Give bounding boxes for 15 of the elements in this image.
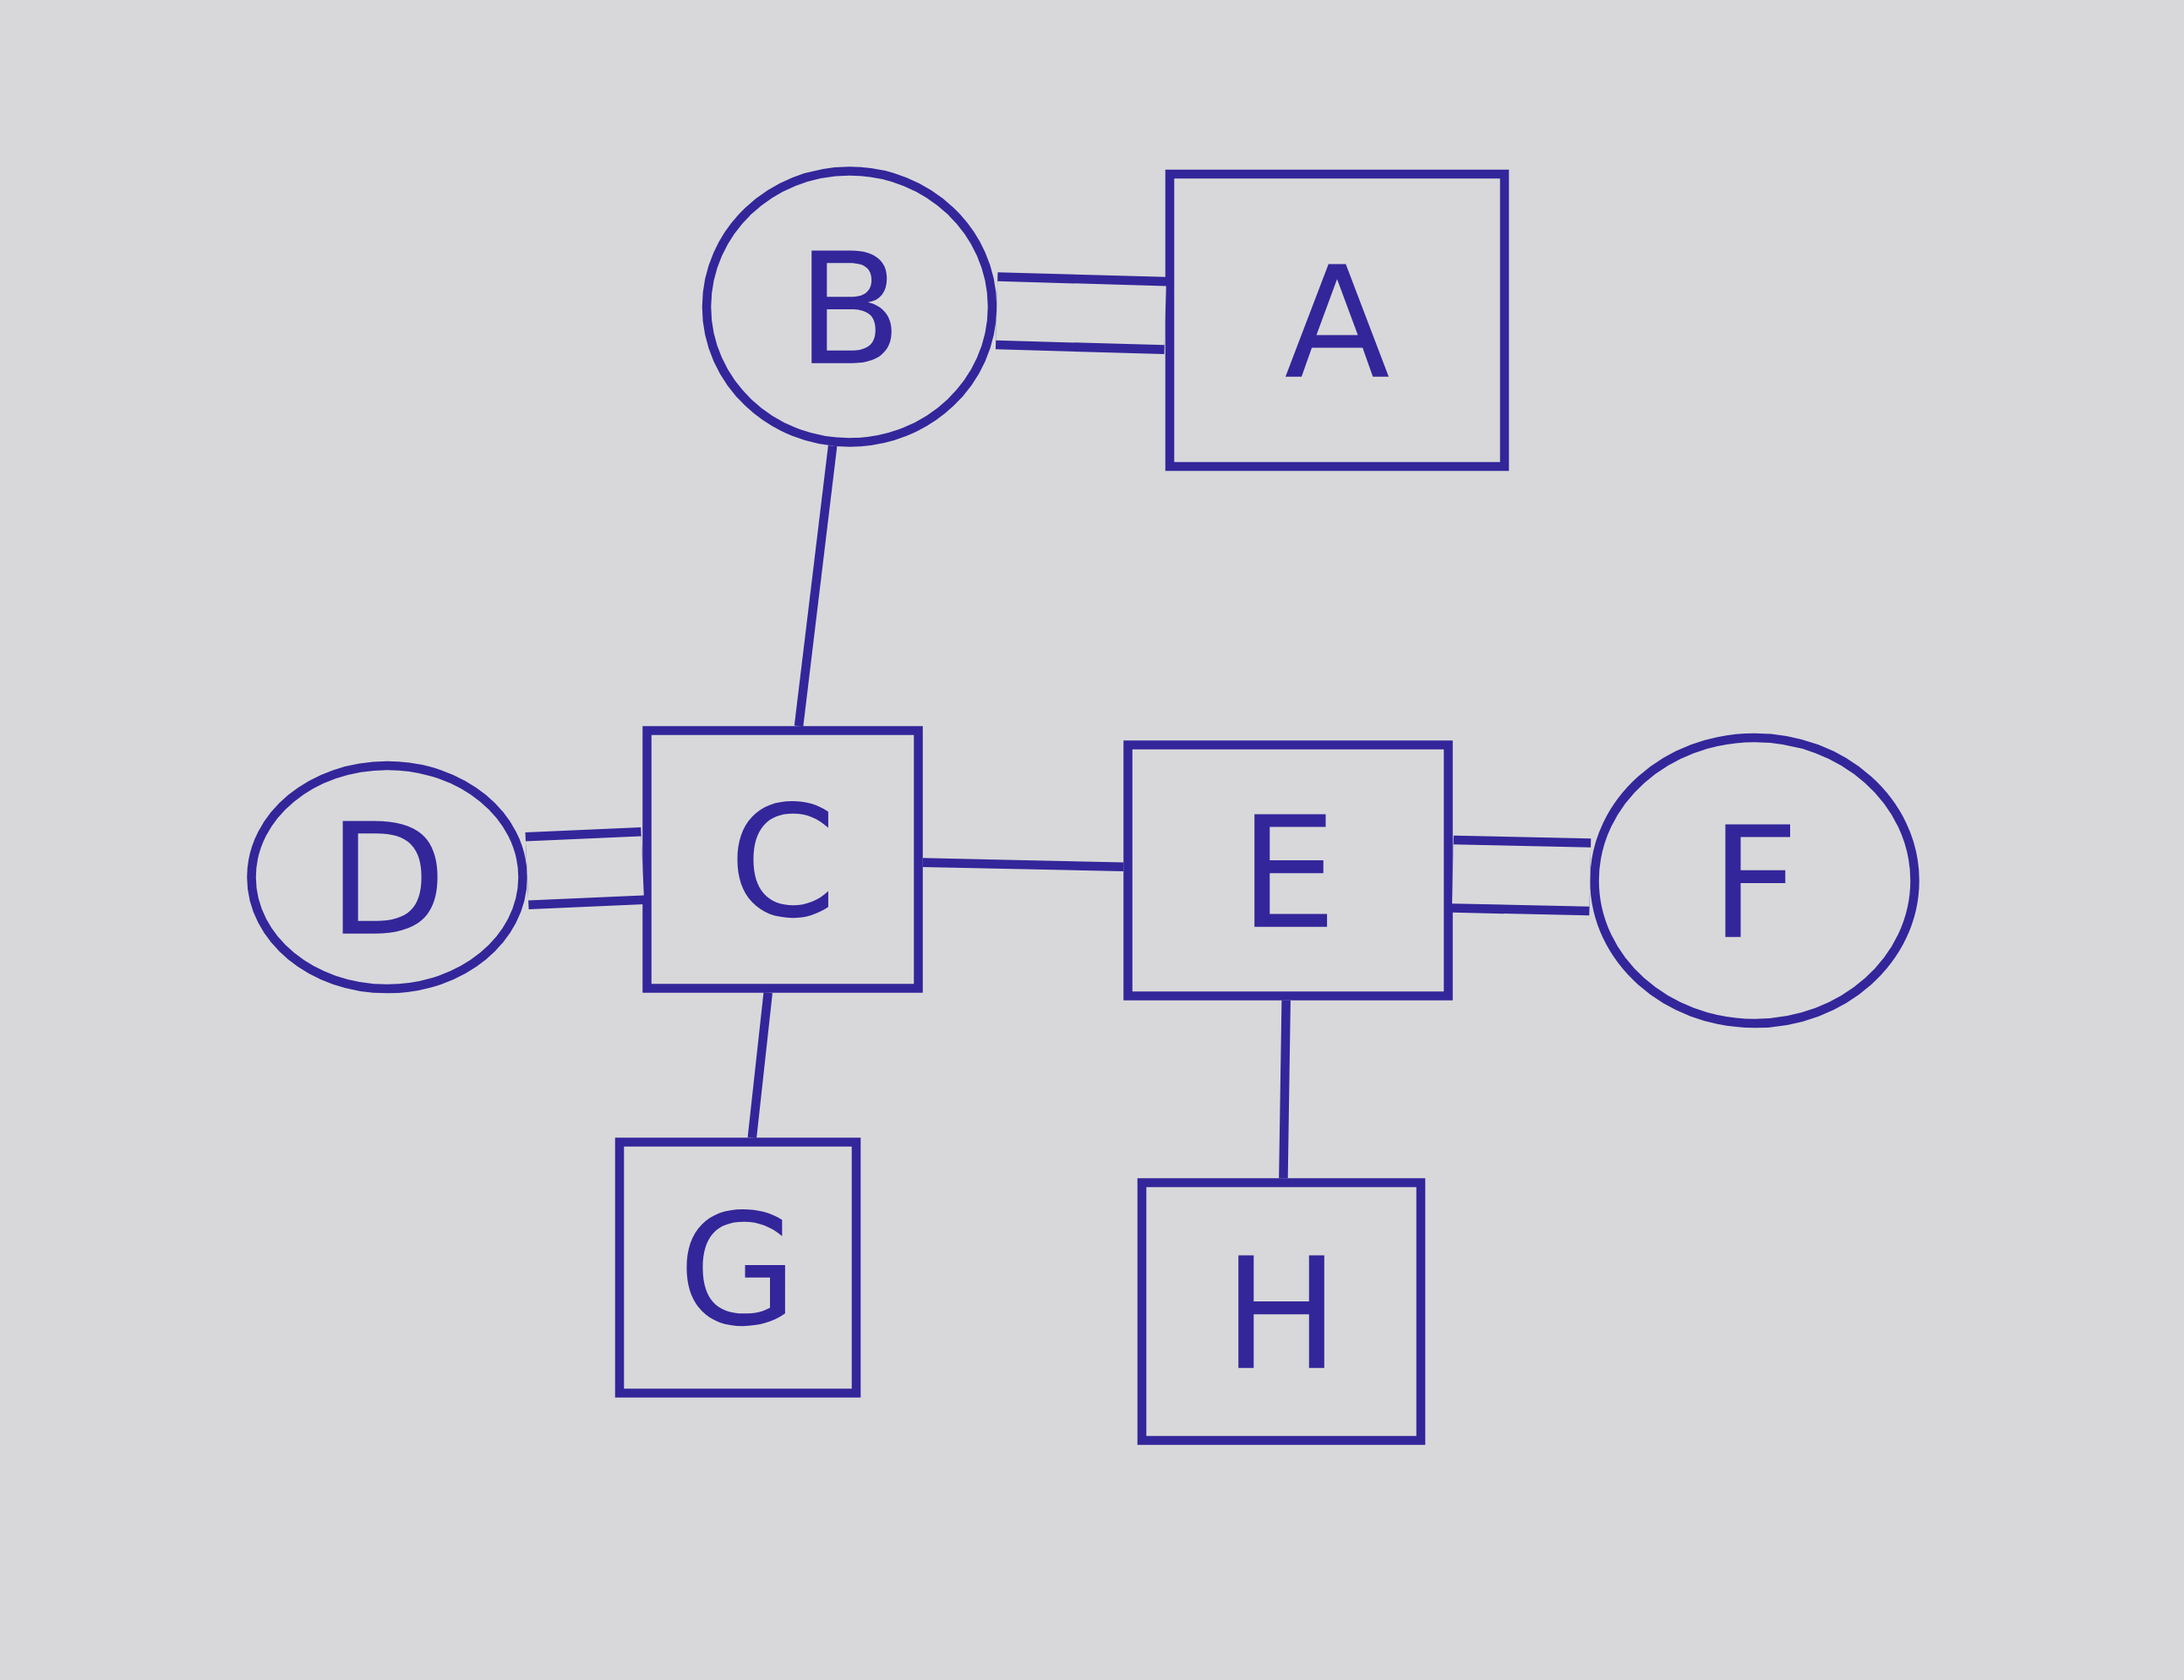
connector-line [996,272,1166,354]
box-node: C [642,726,923,993]
connector-line [922,858,1124,872]
connector-line [1279,1000,1291,1179]
box-node: H [1137,1178,1426,1445]
connector-line [1451,835,1592,916]
box-node: A [1165,169,1510,472]
circle-node: B [702,166,997,447]
box-node: E [1123,740,1453,1001]
box-node: G [614,1137,861,1398]
connector-line [794,445,838,727]
connector-line [747,992,773,1138]
circle-node: D [247,761,527,994]
connector-line [525,826,645,910]
circle-node: F [1590,733,1919,1028]
